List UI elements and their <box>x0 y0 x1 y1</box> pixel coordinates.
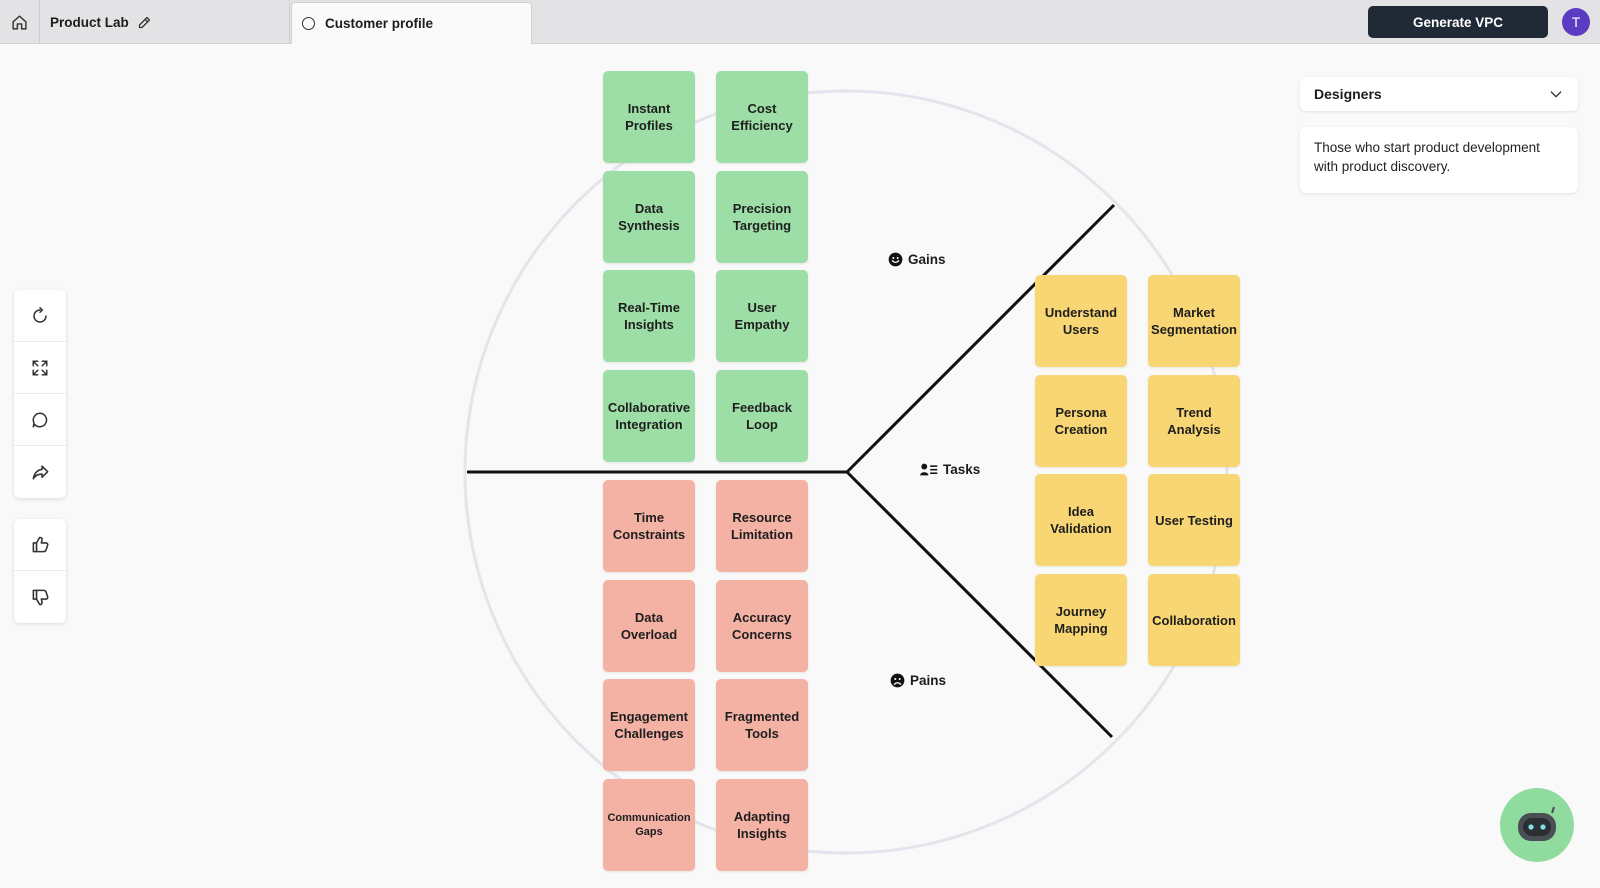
segment-selected: Designers <box>1314 86 1382 102</box>
expand-icon <box>32 360 48 375</box>
circle-icon <box>302 17 315 30</box>
pain-note[interactable]: Adapting Insights <box>716 779 808 871</box>
edit-name-button[interactable] <box>137 15 152 30</box>
profile-circle <box>463 89 1229 855</box>
feedback-toolbar <box>14 519 66 623</box>
pain-note[interactable]: Resource Limitation <box>716 480 808 572</box>
gain-note[interactable]: Instant Profiles <box>603 71 695 163</box>
comment-icon <box>32 412 48 427</box>
sad-icon <box>890 673 905 688</box>
gain-note[interactable]: User Empathy <box>716 270 808 362</box>
task-note[interactable]: Journey Mapping <box>1035 574 1127 666</box>
robot-icon <box>1518 806 1556 841</box>
project-name: Product Lab <box>50 14 129 30</box>
gain-note[interactable]: Feedback Loop <box>716 370 808 462</box>
home-icon <box>12 14 27 30</box>
task-note[interactable]: Market Segmentation <box>1148 275 1240 367</box>
tasks-label: Tasks <box>920 462 980 477</box>
home-button[interactable] <box>0 0 40 44</box>
thumbs-up-icon <box>32 536 49 553</box>
task-note[interactable]: User Testing <box>1148 474 1240 566</box>
refresh-icon <box>33 306 47 323</box>
task-note[interactable]: Understand Users <box>1035 275 1127 367</box>
tab-customer-profile[interactable]: Customer profile <box>291 2 532 44</box>
tab-project[interactable]: Product Lab <box>40 0 290 44</box>
task-note[interactable]: Trend Analysis <box>1148 375 1240 467</box>
task-note[interactable]: Collaboration <box>1148 574 1240 666</box>
expand-button[interactable] <box>14 342 66 394</box>
thumbs-down-button[interactable] <box>14 571 66 623</box>
share-icon <box>32 464 48 480</box>
gain-note[interactable]: Cost Efficiency <box>716 71 808 163</box>
thumbs-down-icon <box>32 589 49 605</box>
task-note[interactable]: Persona Creation <box>1035 375 1127 467</box>
thumbs-up-button[interactable] <box>14 519 66 571</box>
chevron-down-icon <box>1550 91 1562 98</box>
assistant-bot-button[interactable] <box>1500 788 1574 862</box>
canvas-toolbar <box>14 290 66 498</box>
gain-note[interactable]: Real-Time Insights <box>603 270 695 362</box>
avatar[interactable]: T <box>1562 8 1590 36</box>
pain-note[interactable]: Fragmented Tools <box>716 679 808 771</box>
user-list-icon <box>920 463 938 476</box>
task-note[interactable]: Idea Validation <box>1035 474 1127 566</box>
generate-vpc-button[interactable]: Generate VPC <box>1368 6 1548 38</box>
pencil-icon <box>138 16 150 28</box>
comment-button[interactable] <box>14 394 66 446</box>
share-button[interactable] <box>14 446 66 498</box>
top-bar: Product Lab Customer profile Generate VP… <box>0 0 1600 44</box>
refresh-button[interactable] <box>14 290 66 342</box>
gains-label: Gains <box>888 252 946 267</box>
segment-description: Those who start product development with… <box>1300 127 1578 193</box>
smile-icon <box>888 252 903 267</box>
pains-label: Pains <box>890 673 946 688</box>
gain-note[interactable]: Data Synthesis <box>603 171 695 263</box>
tab-label: Customer profile <box>325 16 434 31</box>
pain-note[interactable]: Communication Gaps <box>603 779 695 871</box>
pain-note[interactable]: Data Overload <box>603 580 695 672</box>
gain-note[interactable]: Precision Targeting <box>716 171 808 263</box>
pain-note[interactable]: Engagement Challenges <box>603 679 695 771</box>
pain-note[interactable]: Accuracy Concerns <box>716 580 808 672</box>
pain-note[interactable]: Time Constraints <box>603 480 695 572</box>
gain-note[interactable]: Collaborative Integration <box>603 370 695 462</box>
segment-dropdown[interactable]: Designers <box>1300 77 1578 111</box>
